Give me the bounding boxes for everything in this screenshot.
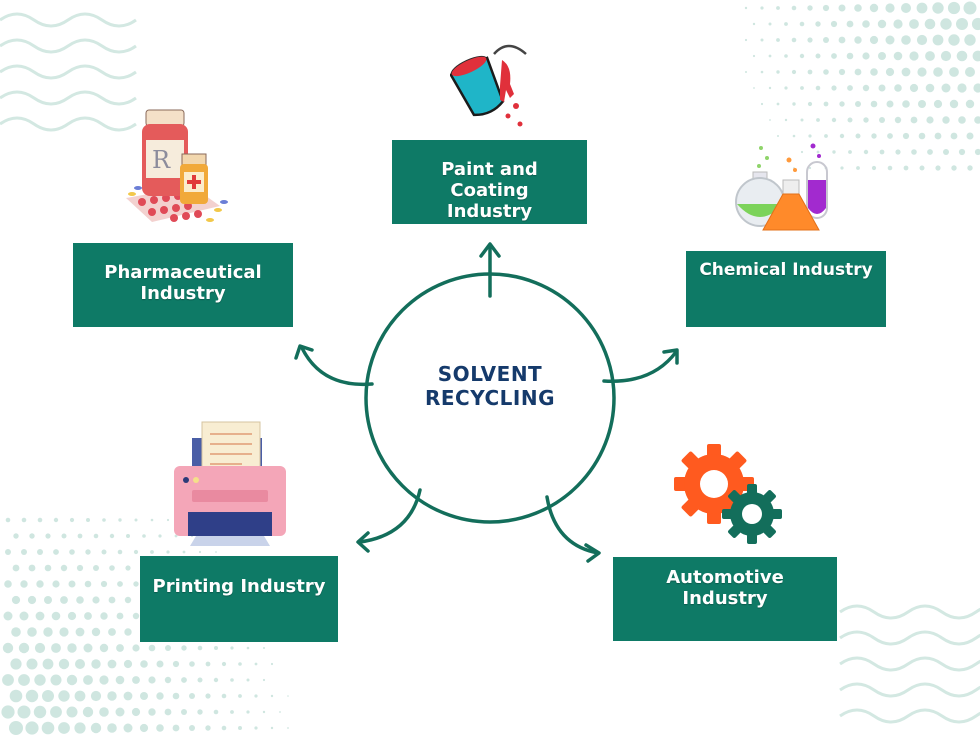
printing-label-line-1: Printing Industry (152, 576, 326, 597)
arrow-to-pharma (294, 344, 374, 387)
printing-box: Printing Industry (140, 556, 338, 642)
gears-icon (674, 444, 782, 544)
center-title-line-2: RECYCLING (424, 386, 556, 410)
lab-flasks-icon (735, 143, 828, 231)
arrow-to-printing (356, 488, 422, 553)
arrow-to-paint (479, 242, 501, 298)
paint-bucket-icon (450, 44, 527, 127)
center-title: SOLVENT RECYCLING (400, 362, 580, 410)
automotive-label-line-1: Automotive (666, 567, 784, 588)
center-title-line-1: SOLVENT (437, 362, 543, 386)
medicine-bottles-icon: R (126, 109, 228, 222)
paint-coating-box: Paint and Coating Industry (392, 140, 587, 224)
automotive-label-line-2: Industry (682, 588, 768, 609)
chemical-label-line-1: Chemical Industry (699, 260, 873, 280)
automotive-box: Automotive Industry (613, 557, 837, 641)
arrow-to-automotive (545, 495, 601, 563)
pharma-label-line-1: Pharmaceutical (104, 262, 262, 283)
chemical-box: Chemical Industry (686, 251, 886, 327)
printer-icon (174, 421, 286, 546)
paint-label-line-1: Paint and Coating (441, 159, 538, 201)
pharmaceutical-box: Pharmaceutical Industry (73, 243, 293, 327)
pharma-label-line-2: Industry (140, 283, 226, 304)
top-left-waves (0, 12, 137, 132)
svg-text:R: R (152, 146, 171, 174)
bottom-right-waves (839, 604, 980, 724)
arrow-to-chemical (602, 348, 679, 383)
paint-label-line-2: Industry (446, 201, 533, 222)
